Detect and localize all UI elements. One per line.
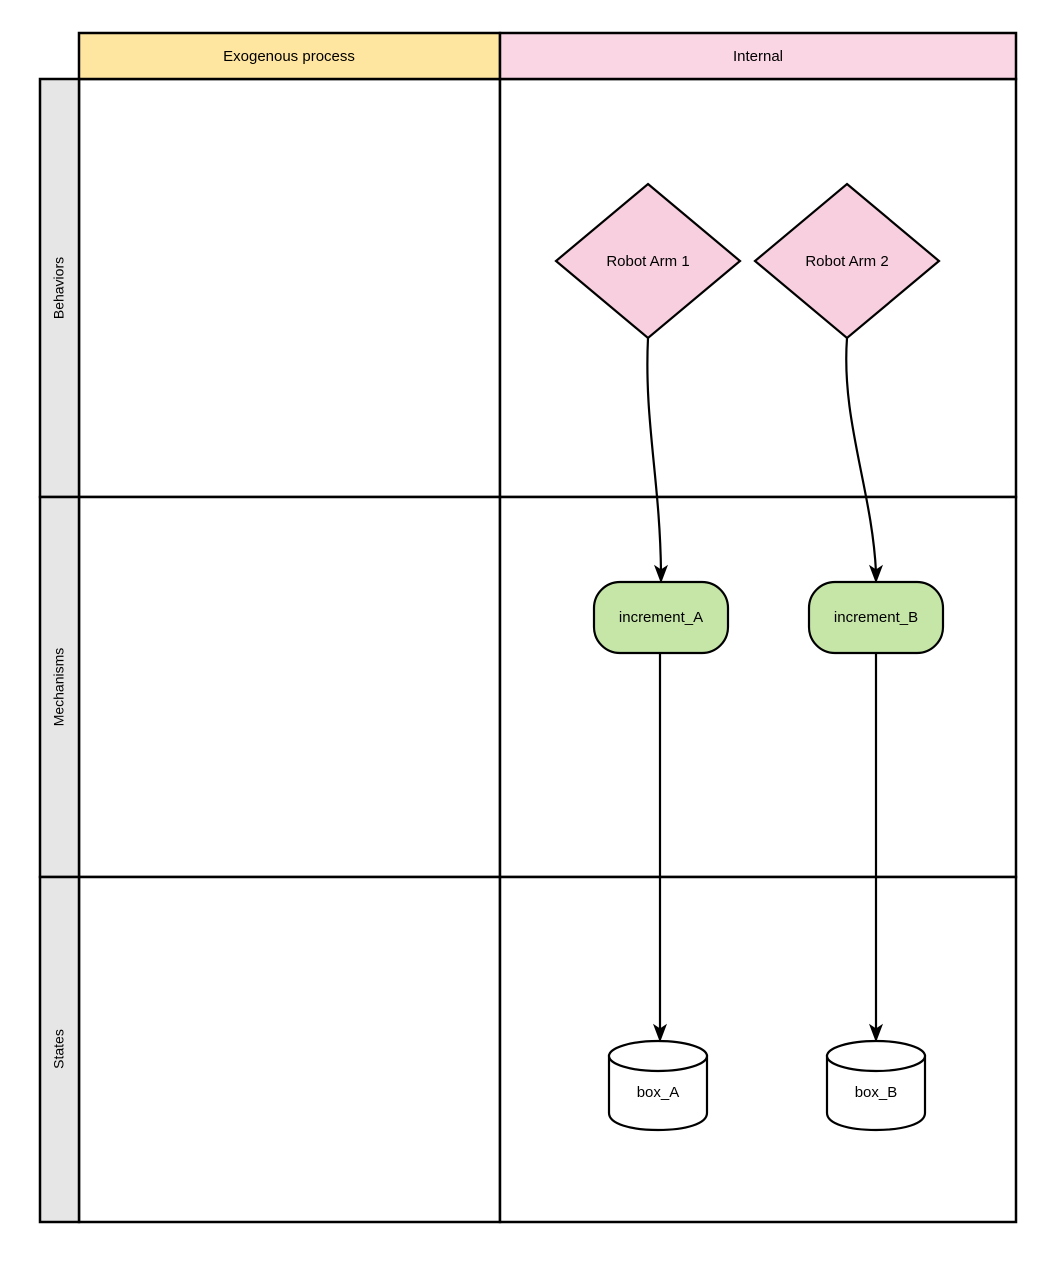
node-robot-arm-2[interactable]: Robot Arm 2 — [753, 182, 941, 340]
node-increment-a[interactable]: increment_A — [592, 580, 730, 655]
node-increment-b-label: increment_B — [834, 609, 918, 626]
node-box-a[interactable]: box_A — [607, 1039, 709, 1132]
node-box-a-label: box_A — [637, 1084, 680, 1101]
row-header-states[interactable]: States — [38, 875, 81, 1224]
column-header-exogenous[interactable]: Exogenous process — [77, 31, 502, 81]
row-header-mechanisms-label: Mechanisms — [51, 648, 67, 727]
cell-states-exogenous — [77, 875, 502, 1224]
cell-mechanisms-internal — [498, 495, 1018, 879]
row-header-states-label: States — [51, 1029, 67, 1069]
node-robot-arm-1[interactable]: Robot Arm 1 — [554, 182, 742, 340]
edge-arm2-to-increment-b — [845, 337, 884, 584]
row-header-mechanisms[interactable]: Mechanisms — [38, 495, 81, 879]
cell-states-internal — [498, 875, 1018, 1224]
node-robot-arm-1-label: Robot Arm 1 — [606, 253, 689, 270]
column-header-internal[interactable]: Internal — [498, 31, 1018, 81]
edge-increment-b-to-box-b — [868, 653, 884, 1043]
cell-behaviors-internal — [498, 77, 1018, 499]
column-header-exogenous-label: Exogenous process — [223, 48, 355, 65]
node-robot-arm-2-label: Robot Arm 2 — [805, 253, 888, 270]
edge-increment-a-to-box-a — [652, 653, 668, 1043]
edge-arm1-to-increment-a — [646, 337, 669, 584]
node-increment-b[interactable]: increment_B — [807, 580, 945, 655]
node-increment-a-label: increment_A — [619, 609, 703, 626]
column-header-internal-label: Internal — [733, 48, 783, 65]
node-box-b-label: box_B — [855, 1084, 898, 1101]
row-header-behaviors-label: Behaviors — [51, 257, 67, 319]
cell-mechanisms-exogenous — [77, 495, 502, 879]
node-box-b[interactable]: box_B — [825, 1039, 927, 1132]
row-header-behaviors[interactable]: Behaviors — [38, 77, 81, 499]
cell-behaviors-exogenous — [77, 77, 502, 499]
